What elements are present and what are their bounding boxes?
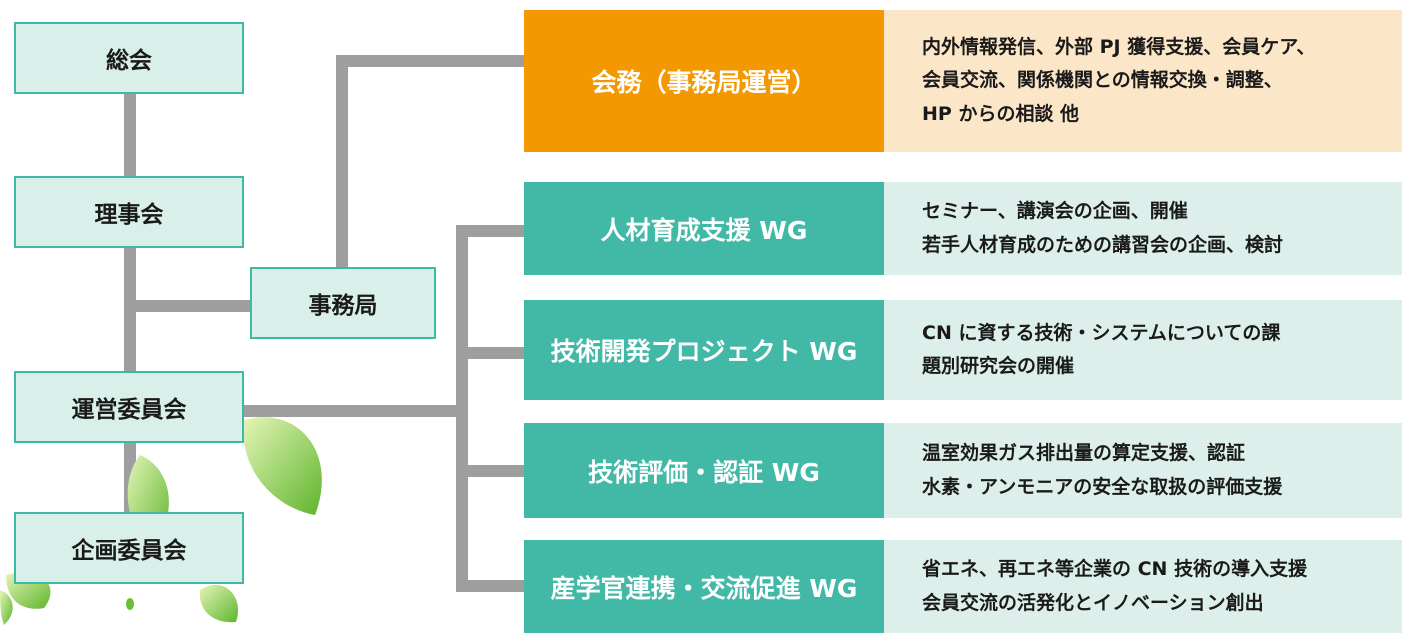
- connector-wg3: [456, 465, 524, 477]
- unit-desc-secretariat-ops: 内外情報発信、外部 PJ 獲得支援、会員ケア、 会員交流、関係機関との情報交換・…: [884, 10, 1402, 152]
- unit-desc-hr-wg: セミナー、講演会の企画、開催 若手人材育成のための講習会の企画、検討: [884, 182, 1402, 275]
- steering-committee-box: 運営委員会: [14, 371, 244, 443]
- unit-title-collab-wg: 産学官連携・交流促進 WG: [524, 540, 884, 633]
- leaf-icon: [0, 590, 13, 625]
- leaf-icon: [199, 584, 239, 623]
- connector-steering-wg: [240, 405, 462, 417]
- desc-line: 温室効果ガス排出量の算定支援、認証: [922, 442, 1246, 465]
- planning-committee-label: 企画委員会: [71, 538, 187, 564]
- connector-wg4: [456, 580, 524, 592]
- secretariat-label: 事務局: [308, 293, 378, 319]
- connector-secretariat-top: [336, 55, 524, 67]
- unit-title-label: 人材育成支援 WG: [600, 215, 808, 245]
- unit-title-label: 会務（事務局運営）: [591, 68, 817, 97]
- planning-committee-box: 企画委員会: [14, 512, 244, 584]
- unit-title-hr-wg: 人材育成支援 WG: [524, 182, 884, 275]
- leaf-icon: [126, 598, 134, 610]
- general-assembly-label: 総会: [106, 48, 152, 74]
- desc-line: 若手人材育成のための講習会の企画、検討: [922, 233, 1284, 256]
- unit-title-label: 技術開発プロジェクト WG: [550, 337, 858, 366]
- desc-line: 会員交流の活発化とイノベーション創出: [922, 591, 1264, 614]
- connector-wg-bus: [456, 225, 468, 592]
- desc-line: 題別研究会の開催: [922, 355, 1075, 377]
- desc-line: 会員交流、関係機関との情報交換・調整、: [922, 69, 1283, 92]
- unit-title-tech-eval-wg: 技術評価・認証 WG: [524, 423, 884, 518]
- desc-line: HP からの相談 他: [922, 102, 1080, 125]
- unit-desc-tech-dev-wg: CN に資する技術・システムについての課 題別研究会の開催: [884, 300, 1402, 400]
- connector-wg2: [456, 347, 524, 359]
- unit-desc-tech-eval-wg: 温室効果ガス排出量の算定支援、認証 水素・アンモニアの安全な取扱の評価支援: [884, 423, 1402, 518]
- steering-committee-label: 運営委員会: [71, 397, 187, 423]
- connector-wg1: [456, 225, 524, 237]
- desc-line: CN に資する技術・システムについての課: [922, 321, 1281, 344]
- unit-desc-collab-wg: 省エネ、再エネ等企業の CN 技術の導入支援 会員交流の活発化とイノベーション創…: [884, 540, 1402, 633]
- connector-board-secretariat: [130, 300, 250, 312]
- connector-secretariat-up: [336, 55, 348, 267]
- secretariat-box: 事務局: [250, 267, 436, 339]
- desc-line: 水素・アンモニアの安全な取扱の評価支援: [922, 475, 1283, 498]
- unit-title-tech-dev-wg: 技術開発プロジェクト WG: [524, 300, 884, 400]
- desc-line: セミナー、講演会の企画、開催: [922, 200, 1188, 223]
- board-box: 理事会: [14, 176, 244, 248]
- desc-line: 省エネ、再エネ等企業の CN 技術の導入支援: [922, 558, 1308, 581]
- leaf-icon: [243, 417, 322, 515]
- unit-title-label: 産学官連携・交流促進 WG: [550, 573, 858, 603]
- unit-title-label: 技術評価・認証 WG: [588, 457, 820, 487]
- general-assembly-box: 総会: [14, 22, 244, 94]
- unit-title-secretariat-ops: 会務（事務局運営）: [524, 10, 884, 152]
- board-label: 理事会: [94, 202, 164, 228]
- desc-line: 内外情報発信、外部 PJ 獲得支援、会員ケア、: [922, 36, 1316, 59]
